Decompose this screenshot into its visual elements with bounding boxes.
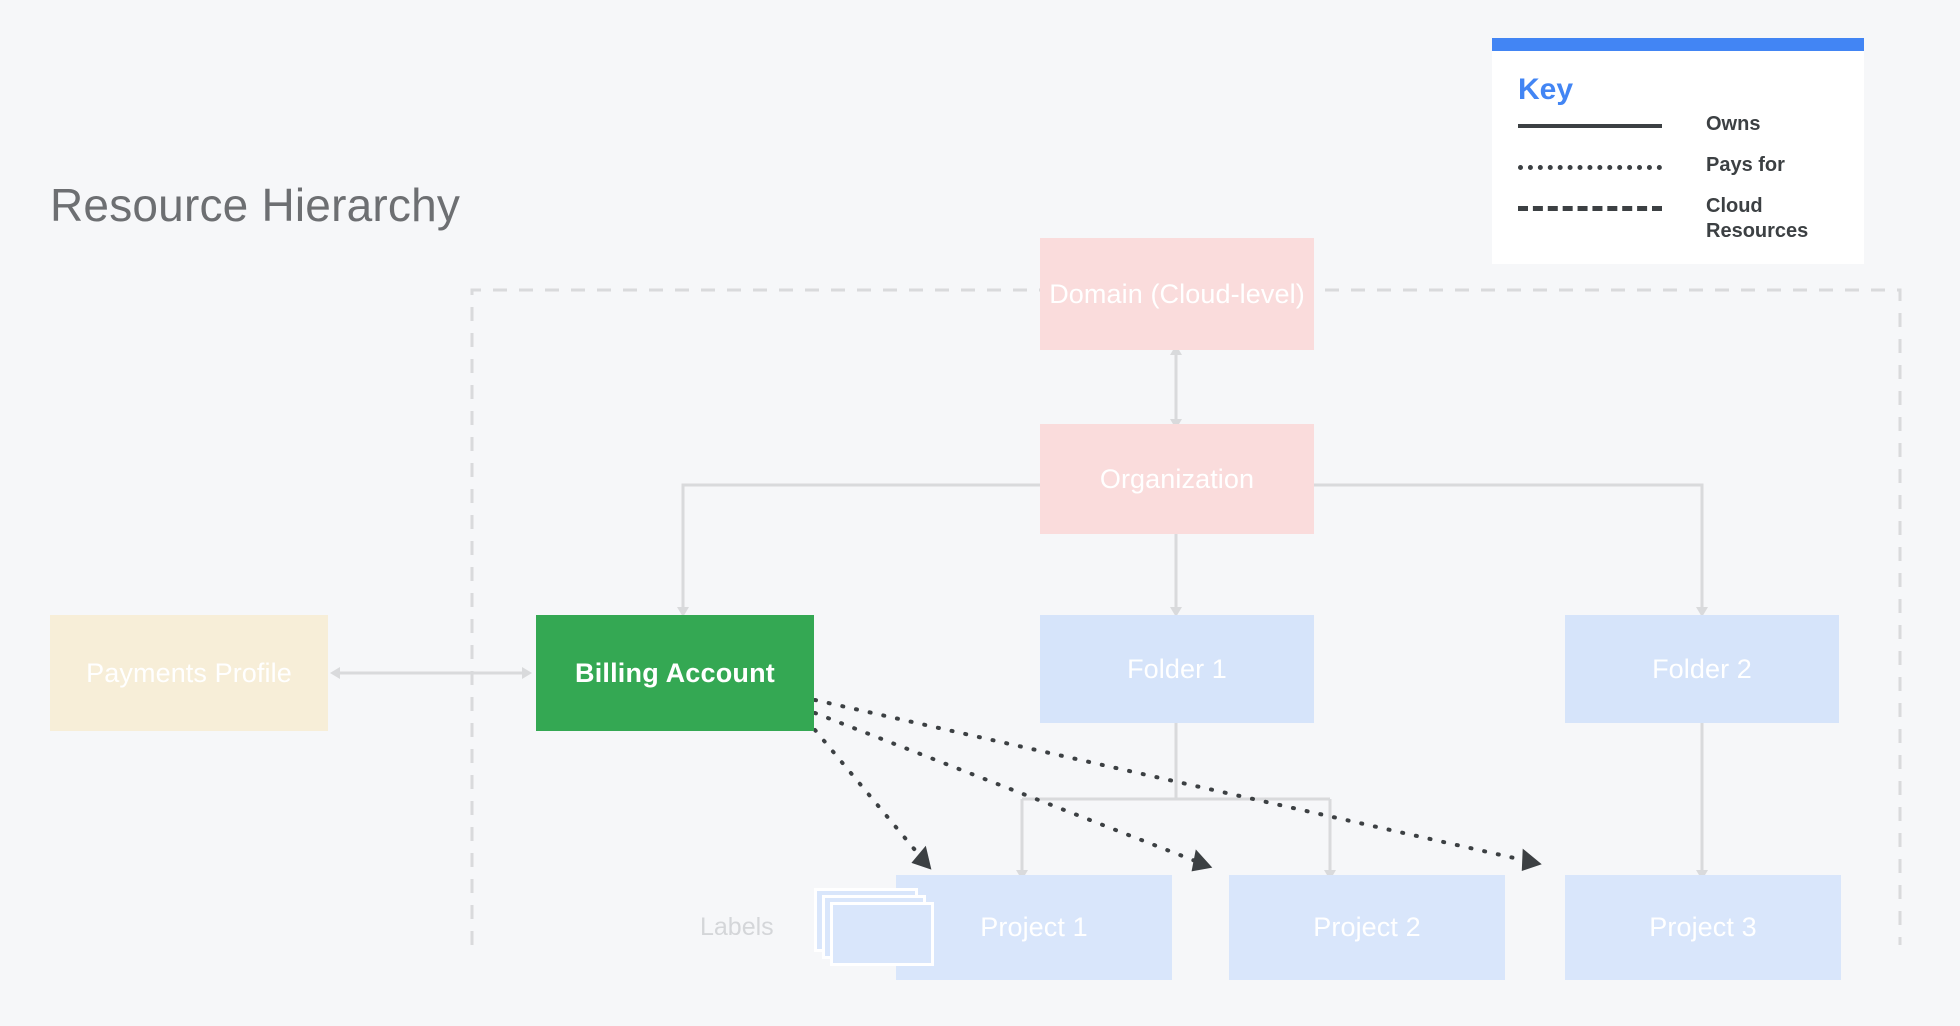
node-payments-profile[interactable]: Payments Profile <box>50 615 328 731</box>
legend-row-pays-for: Pays for <box>1518 153 1838 183</box>
label-card-front <box>830 902 934 966</box>
legend-key-panel: Key Owns Pays for Cloud Resources <box>1492 38 1864 264</box>
node-billing-account[interactable]: Billing Account <box>536 615 814 731</box>
edge-folder-1-projects <box>1016 723 1336 880</box>
edge-organization-folder-2 <box>1314 483 1708 617</box>
node-billing-account-label: Billing Account <box>575 657 775 688</box>
legend-label-cloud-resources: Cloud Resources <box>1706 195 1809 242</box>
node-project-3[interactable]: Project 3 <box>1565 875 1841 980</box>
legend-accent-bar <box>1492 38 1864 51</box>
legend-title: Key <box>1518 73 1574 106</box>
legend-label-owns: Owns <box>1706 113 1761 135</box>
labels-caption: Labels <box>700 913 774 941</box>
node-project-3-label: Project 3 <box>1649 912 1757 943</box>
node-project-2-label: Project 2 <box>1313 912 1421 943</box>
dotted-line-icon <box>1518 165 1662 170</box>
node-project-1[interactable]: Project 1 <box>896 875 1172 980</box>
node-folder-1-label: Folder 1 <box>1127 653 1227 684</box>
legend-label-pays-for: Pays for <box>1706 154 1785 176</box>
labels-card-stack[interactable] <box>814 888 934 966</box>
node-payments-profile-label: Payments Profile <box>86 657 292 688</box>
node-project-1-label: Project 1 <box>980 912 1088 943</box>
edge-billing-account-project-1 <box>813 728 932 870</box>
dashed-line-icon <box>1518 206 1662 211</box>
node-folder-1[interactable]: Folder 1 <box>1040 615 1314 723</box>
legend-row-owns: Owns <box>1518 112 1838 142</box>
edge-organization-billing-account <box>677 483 1040 617</box>
node-domain-label: Domain (Cloud-level) <box>1049 278 1305 309</box>
node-project-2[interactable]: Project 2 <box>1229 875 1505 980</box>
node-folder-2[interactable]: Folder 2 <box>1565 615 1839 723</box>
node-domain[interactable]: Domain (Cloud-level) <box>1040 238 1314 350</box>
solid-line-icon <box>1518 124 1662 128</box>
edge-billing-account-project-2 <box>813 711 1213 872</box>
node-organization-label: Organization <box>1099 463 1255 494</box>
edge-billing-account-project-3 <box>813 698 1542 871</box>
page-title: Resource Hierarchy <box>50 179 461 231</box>
legend-row-cloud-resources: Cloud Resources <box>1518 194 1838 244</box>
node-folder-2-label: Folder 2 <box>1652 653 1752 684</box>
node-organization[interactable]: Organization <box>1040 424 1314 534</box>
